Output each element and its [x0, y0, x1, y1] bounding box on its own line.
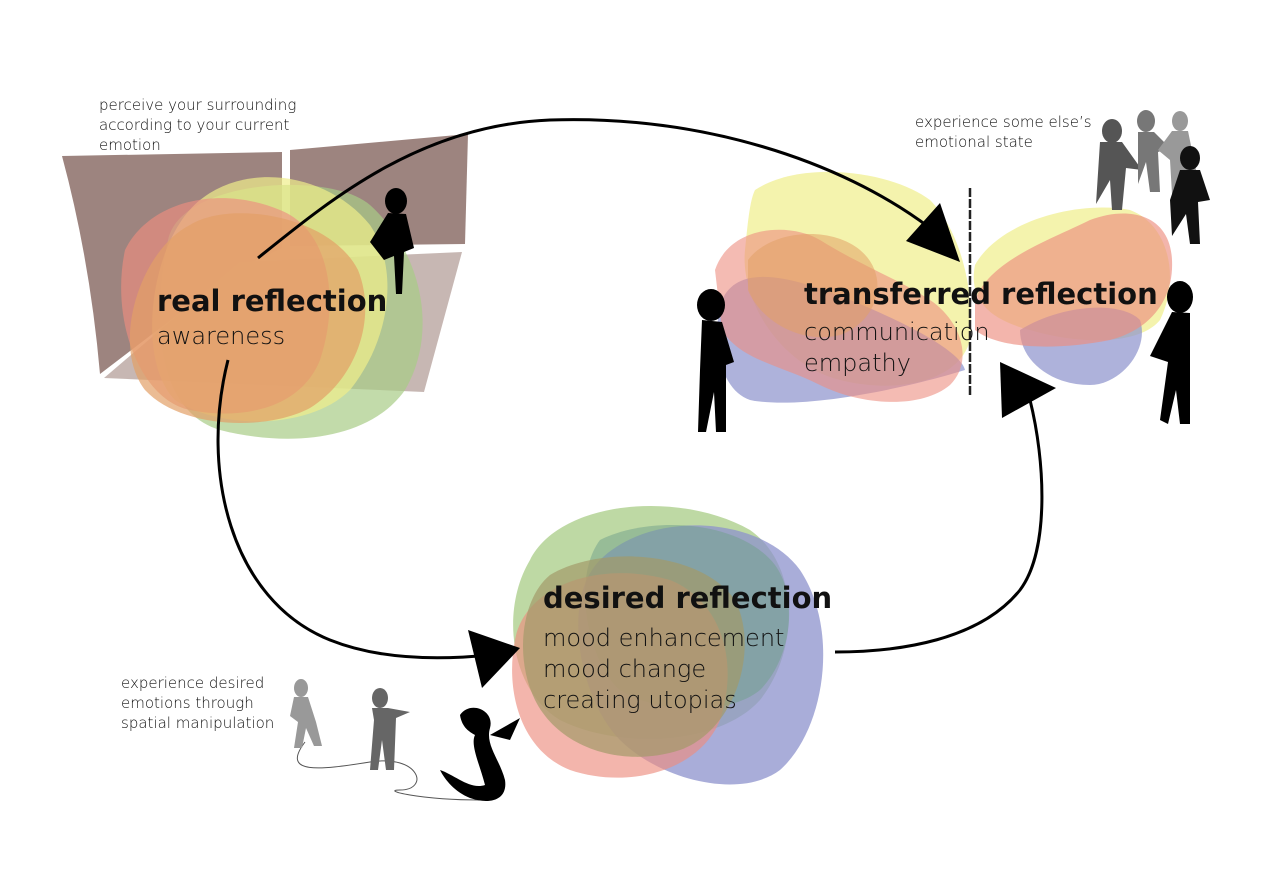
subtitle-line: mood change	[543, 655, 707, 683]
subtitle-line: mood enhancement	[543, 624, 785, 652]
crowd-body	[1096, 142, 1142, 210]
annotation-line: emotion	[99, 136, 161, 154]
transferred-reflection-blobs-right	[973, 207, 1173, 385]
figure-head	[1167, 281, 1193, 313]
annotation-line: experience some else’s	[915, 113, 1092, 131]
arrow-real-to-desired	[216, 359, 491, 660]
arrow-desired-to-transferred	[834, 399, 1044, 654]
real-reflection-subtitle: awareness	[157, 321, 285, 352]
transferred-reflection-title: transferred reflection	[804, 277, 1158, 311]
annotation-desired: experience desired emotions through spat…	[121, 673, 291, 733]
crowd-head	[1180, 146, 1200, 170]
transferred-reflection-subtitle: communication empathy	[804, 317, 990, 379]
walking-path	[297, 741, 481, 801]
arrowhead-bottom	[468, 630, 520, 688]
arrowhead-right	[1000, 362, 1056, 418]
desired-reflection-blobs	[512, 506, 824, 785]
figure-head	[697, 289, 725, 321]
annotation-line: spatial manipulation	[121, 714, 275, 732]
arrow-real-to-transferred	[257, 118, 931, 260]
subtitle-line: communication	[804, 318, 990, 346]
desired-reflection-subtitle: mood enhancement mood change creating ut…	[543, 623, 784, 716]
figure-body	[290, 697, 322, 748]
blob-orange-left	[748, 233, 878, 338]
subtitle-line: empathy	[804, 349, 911, 377]
crouching-figure	[440, 707, 520, 801]
annotation-line: experience desired	[121, 674, 265, 692]
crowd-figures	[1096, 110, 1210, 244]
crowd-body	[1170, 170, 1210, 244]
subtitle-line: awareness	[157, 322, 286, 350]
blob-orange	[129, 213, 366, 423]
crowd-head	[1172, 111, 1188, 131]
transferred-right-figure	[1150, 281, 1193, 424]
annotation-real: perceive your surrounding according to y…	[99, 95, 339, 155]
desired-reflection-title: desired reflection	[543, 581, 833, 615]
figure-body	[1150, 312, 1190, 424]
arrowhead-top	[906, 203, 960, 262]
real-reflection-title: real reflection	[157, 284, 388, 318]
cycle-arrows	[216, 118, 1056, 688]
desired-reflection-figures	[290, 679, 520, 801]
crowd-body	[1158, 131, 1196, 194]
annotation-line: perceive your surrounding	[99, 96, 297, 114]
figure-body	[370, 708, 410, 770]
crowd-head	[1102, 119, 1122, 143]
figure-body	[698, 320, 734, 432]
transferred-reflection-blobs-left	[715, 171, 971, 403]
figure-head	[385, 188, 407, 214]
annotation-line: according to your current	[99, 116, 290, 134]
figure-body	[370, 213, 414, 294]
subtitle-line: creating utopias	[543, 686, 737, 714]
transferred-left-figure	[697, 289, 734, 432]
figure-head	[294, 679, 308, 697]
annotation-transferred: experience some else’s emotional state	[915, 112, 1115, 152]
figure-head	[372, 688, 388, 708]
annotation-line: emotions through	[121, 694, 254, 712]
crowd-head	[1137, 110, 1155, 132]
real-reflection-figure	[370, 188, 414, 294]
blob-olive	[523, 556, 745, 757]
blob-red-right	[975, 213, 1173, 347]
annotation-line: emotional state	[915, 133, 1033, 151]
